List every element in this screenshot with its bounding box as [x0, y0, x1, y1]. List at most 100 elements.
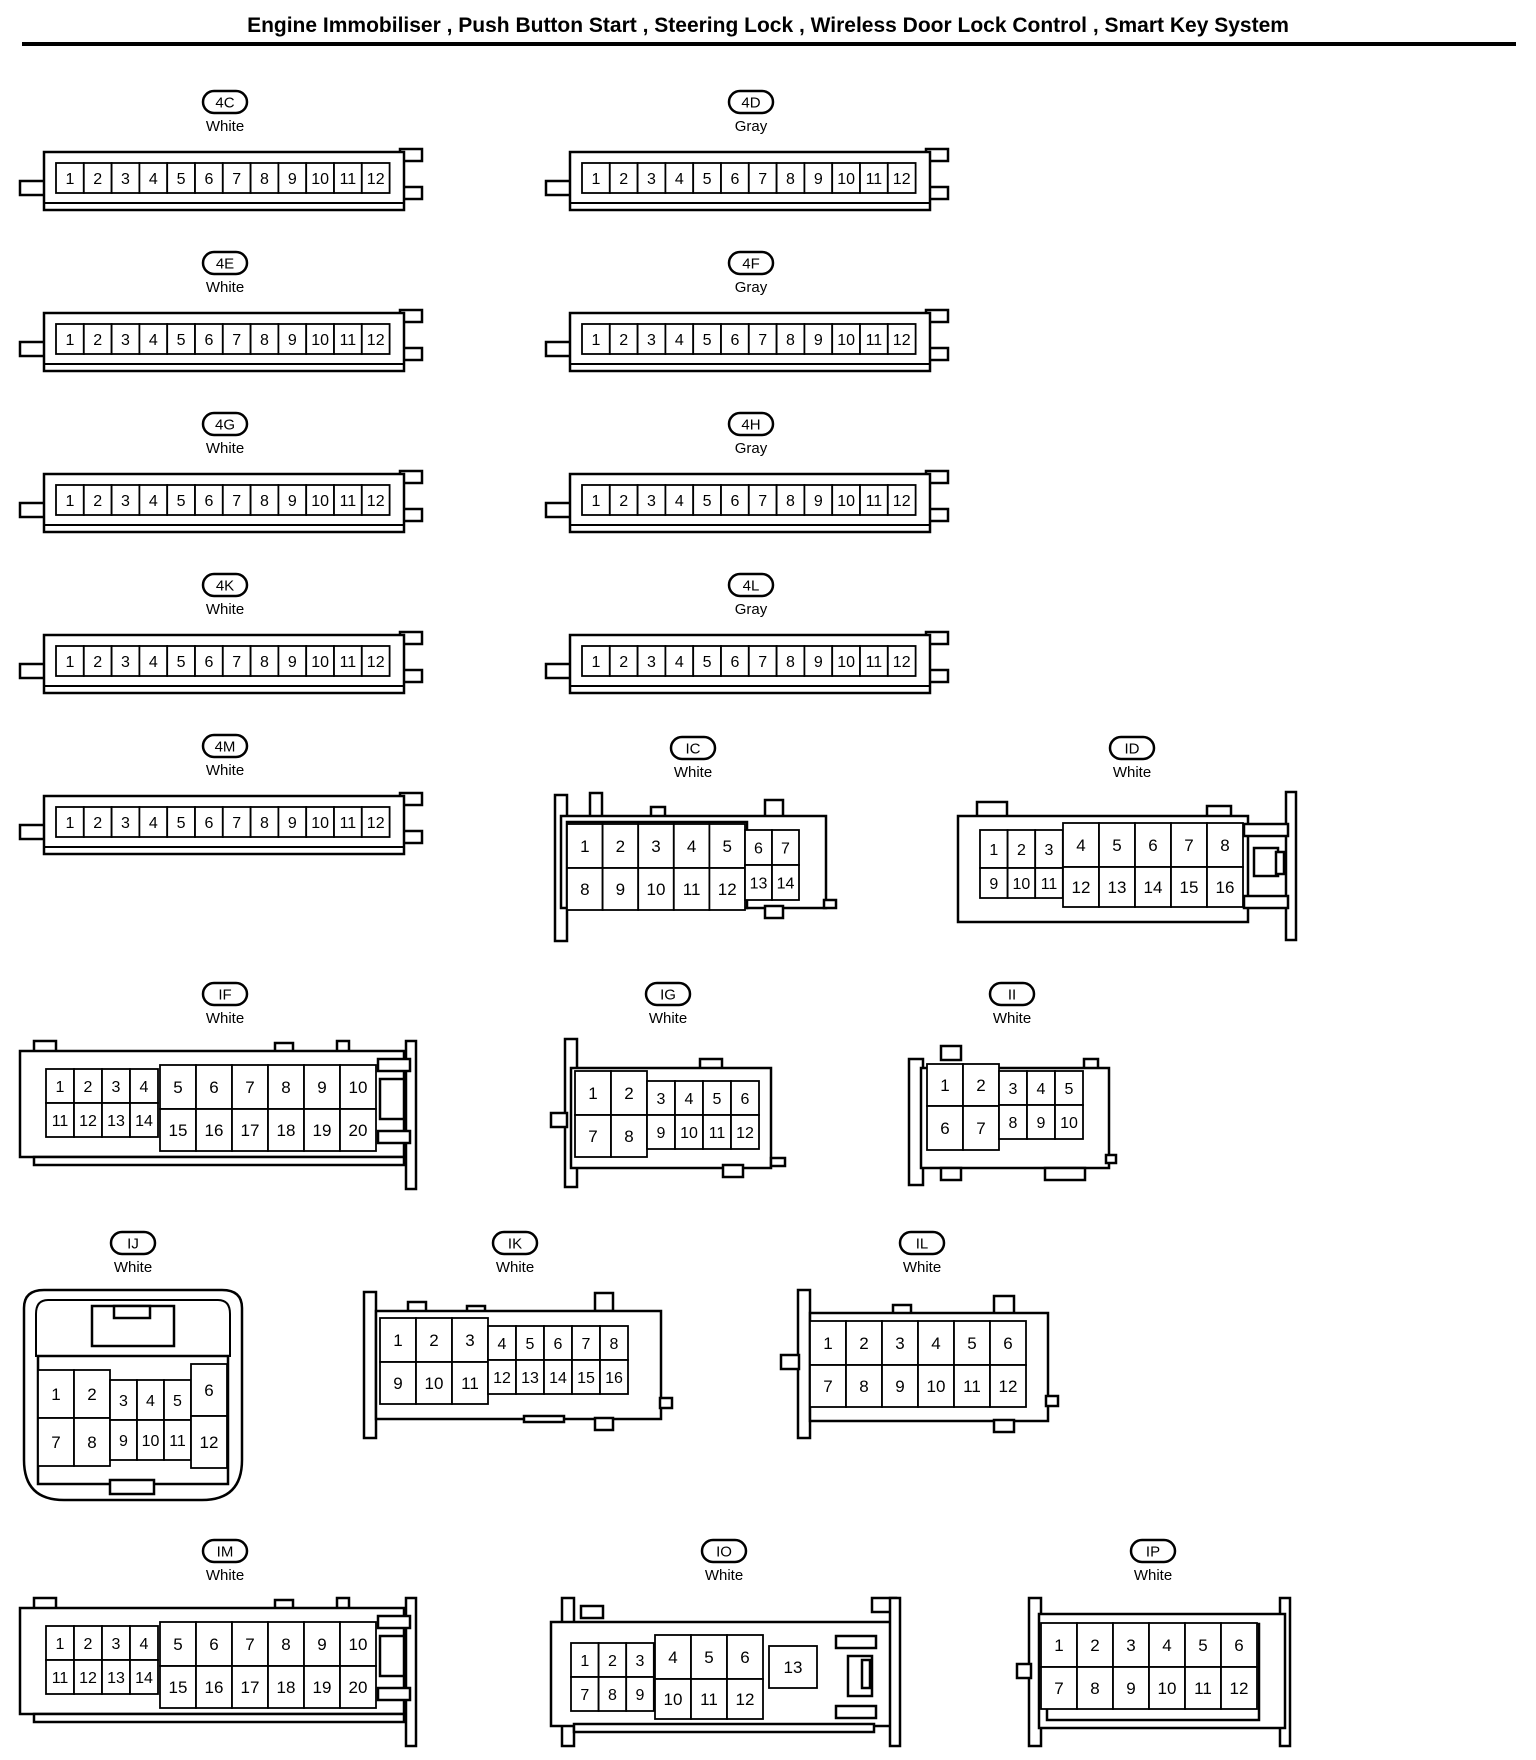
pin-cell: [690, 1678, 728, 1720]
pin-cell: [82, 323, 113, 355]
pin-number: 4: [498, 1336, 507, 1353]
pin-number: 2: [619, 654, 628, 671]
connector-housing-part: [763, 904, 785, 920]
pin-number: 6: [209, 1635, 218, 1654]
pin-cell: [45, 1102, 75, 1138]
pin-cell: [692, 323, 722, 355]
pin-number: 12: [200, 1433, 219, 1452]
pin-number: 15: [169, 1121, 188, 1140]
connector-housing-part: [939, 1044, 963, 1062]
pin-cell: [451, 1361, 489, 1405]
pin-cell: [692, 162, 722, 194]
connector-housing-part: [1274, 850, 1286, 876]
pin-cell: [566, 823, 604, 869]
connector-code: IG: [660, 987, 676, 1004]
connector-code-badge: [201, 981, 249, 1007]
pin-cell: [570, 1676, 600, 1712]
pin-number: 1: [588, 1084, 597, 1103]
connector-housing-part: [1104, 1153, 1118, 1165]
pin-number: 9: [288, 493, 297, 510]
pin-number: 5: [177, 815, 186, 832]
pin-number: 10: [311, 171, 329, 188]
pin-number: 2: [93, 493, 102, 510]
connector-code-badge: [201, 733, 249, 759]
pin-number: 5: [526, 1336, 535, 1353]
pin-cell: [1034, 867, 1064, 899]
pin-number: 6: [1003, 1334, 1012, 1353]
connector-housing-part: [378, 1634, 406, 1678]
pin-number: 8: [610, 1336, 619, 1353]
pin-number: 4: [668, 1648, 677, 1667]
pin-cell: [747, 323, 778, 355]
pin-cell: [249, 806, 280, 838]
pin-number: 2: [1090, 1636, 1099, 1655]
pin-cell: [803, 162, 834, 194]
pin-number: 8: [1009, 1115, 1018, 1132]
pin-number: 1: [65, 815, 74, 832]
pin-number: 7: [758, 493, 767, 510]
pin-cell: [775, 162, 806, 194]
pin-number: 1: [591, 332, 600, 349]
pin-number: 4: [1037, 1081, 1046, 1098]
pin-number: 4: [149, 171, 158, 188]
pin-number: 9: [288, 171, 297, 188]
pin-number: 12: [736, 1125, 754, 1142]
pin-number: 9: [393, 1374, 402, 1393]
connector-housing-part: [32, 1712, 406, 1724]
pin-number: 18: [277, 1121, 296, 1140]
connector-housing-part: [544, 662, 574, 680]
connector-housing-part: [18, 662, 48, 680]
pin-number: 6: [1148, 836, 1157, 855]
pin-number: 10: [680, 1125, 698, 1142]
pin-number: 7: [582, 1336, 591, 1353]
pin-cell: [917, 1320, 955, 1366]
connector-color: White: [206, 118, 244, 135]
pin-cell: [231, 1064, 269, 1110]
pin-number: 20: [349, 1678, 368, 1697]
pin-number: 16: [605, 1370, 623, 1387]
connector-housing-part: [588, 791, 604, 819]
pin-cell: [55, 162, 85, 194]
pin-number: 3: [121, 815, 130, 832]
pin-number: 2: [84, 1636, 93, 1653]
pin-cell: [664, 323, 695, 355]
pin-cell: [1170, 866, 1208, 908]
pin-number: 11: [866, 493, 883, 510]
pin-number: 18: [277, 1678, 296, 1697]
connector-housing-part: [822, 898, 838, 910]
pin-number: 4: [687, 837, 696, 856]
connector-housing-part: [1043, 1166, 1087, 1182]
connector-code-badge: [669, 735, 717, 761]
pin-number: 6: [740, 1648, 749, 1667]
pin-number: 1: [580, 1653, 589, 1670]
pin-cell: [360, 484, 391, 516]
connector-housing-part: [376, 1614, 412, 1630]
pin-number: 4: [675, 332, 684, 349]
pin-cell: [989, 1364, 1027, 1408]
pin-number: 5: [177, 654, 186, 671]
connector-color: White: [903, 1259, 941, 1276]
pin-number: 7: [232, 815, 241, 832]
pin-number: 8: [260, 815, 269, 832]
pin-number: 11: [340, 171, 357, 188]
pin-number: 12: [718, 880, 737, 899]
connector-housing-part: [860, 1658, 872, 1690]
connector-color: White: [206, 601, 244, 618]
connector-code: IP: [1146, 1544, 1160, 1561]
pin-cell: [194, 806, 224, 838]
pin-number: 5: [967, 1334, 976, 1353]
pin-number: 1: [56, 1636, 65, 1653]
connector-code: 4C: [215, 95, 234, 112]
pin-number: 14: [135, 1113, 153, 1130]
pin-cell: [55, 806, 85, 838]
connector-color: White: [1134, 1567, 1172, 1584]
pin-number: 1: [580, 837, 589, 856]
page-title: Engine Immobiliser , Push Button Start ,…: [247, 14, 1289, 37]
pin-cell: [636, 484, 667, 516]
connector-code: ID: [1125, 741, 1140, 758]
pin-number: 3: [465, 1331, 474, 1350]
pin-number: 4: [675, 171, 684, 188]
pin-cell: [138, 162, 169, 194]
